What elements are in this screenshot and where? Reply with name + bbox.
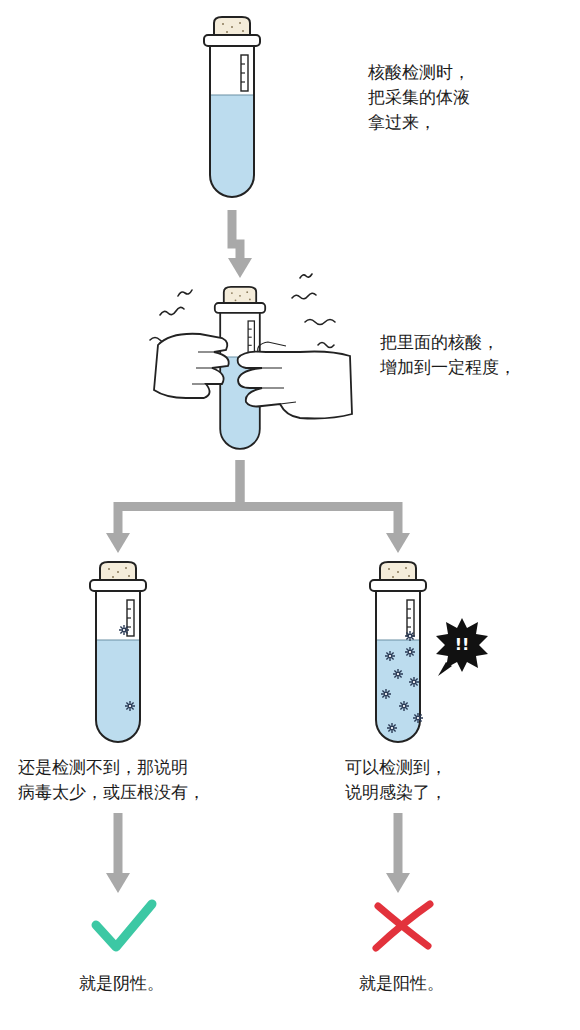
step-box: 就是阴性。 <box>60 895 185 1005</box>
glove-left-fingers <box>192 352 214 384</box>
step-text: 把里面的核酸， 增加到一定程度， <box>380 330 518 380</box>
alert-bubble-tail <box>438 662 452 676</box>
flow-arrow <box>394 813 403 879</box>
alert-label: !! <box>442 635 482 655</box>
step-text: 还是检测不到，那说明 病毒太少，或压根没有， <box>18 755 207 805</box>
test-tube <box>370 562 426 742</box>
step-box: 把里面的核酸， 增加到一定程度， <box>150 280 524 458</box>
check-mark <box>96 904 152 947</box>
step-box: 还是检测不到，那说明 病毒太少，或压根没有， <box>10 555 310 811</box>
step-text: 可以检测到， 说明感染了， <box>345 755 449 805</box>
step-text: 就是阳性。 <box>359 971 446 996</box>
glove-right <box>238 352 352 419</box>
step-text: 就是阴性。 <box>79 971 166 996</box>
flow-arrow <box>240 460 398 539</box>
cross-mark <box>376 904 430 948</box>
flow-arrow <box>118 460 240 539</box>
step-box: 可以检测到， 说明感染了， <box>330 555 500 811</box>
glove-left <box>154 334 229 398</box>
glove-right-fingers <box>258 342 296 404</box>
test-tube <box>90 562 146 742</box>
step-box: 核酸检测时， 把采集的体液 拿过来， <box>190 12 490 208</box>
alert-bubble <box>436 618 488 672</box>
flow-arrow <box>232 210 240 264</box>
step-box: 就是阳性。 <box>340 895 465 1005</box>
test-tube <box>204 17 260 197</box>
virus-particles <box>119 625 423 733</box>
flow-arrow <box>114 813 123 879</box>
step-text: 核酸检测时， 把采集的体液 拿过来， <box>368 60 472 135</box>
